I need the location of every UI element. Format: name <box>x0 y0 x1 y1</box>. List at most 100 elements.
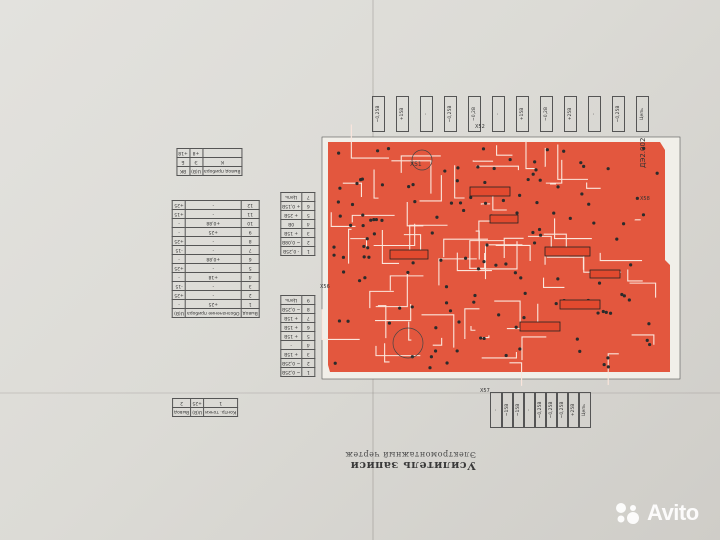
solder-pad <box>349 223 353 227</box>
solder-pad <box>430 231 434 235</box>
drawing-subtitle: Электромонтажный чертеж <box>345 450 476 459</box>
solder-pad <box>333 361 337 365</box>
solder-pad <box>606 167 610 171</box>
solder-pad <box>602 362 606 367</box>
solder-pad <box>429 355 433 359</box>
solder-pad <box>504 262 508 266</box>
trace <box>419 175 442 202</box>
ic-chip <box>544 246 591 257</box>
solder-pad <box>592 221 596 225</box>
solder-pad <box>444 301 449 305</box>
trace <box>475 165 519 171</box>
trace <box>403 234 422 252</box>
trace <box>470 326 476 331</box>
solder-pad <box>479 336 483 340</box>
solder-pad <box>601 309 605 314</box>
solder-pad <box>363 276 367 280</box>
solder-pad <box>497 313 501 317</box>
solder-pad <box>648 342 652 347</box>
solder-pad <box>504 353 508 358</box>
solder-pad <box>629 263 633 267</box>
solder-pad <box>338 186 342 190</box>
label-x57: X57 <box>480 388 490 394</box>
solder-pad <box>361 213 365 217</box>
trace <box>527 235 552 248</box>
solder-pad <box>483 201 488 205</box>
solder-pad <box>338 214 342 218</box>
solder-pad <box>621 222 626 226</box>
trace <box>503 237 524 259</box>
solder-pad <box>485 243 489 247</box>
trace <box>464 308 480 339</box>
solder-pad <box>476 165 480 169</box>
solder-pad <box>604 310 608 314</box>
solder-pad <box>519 276 523 280</box>
ic-chip <box>489 214 519 224</box>
solder-pad <box>578 349 582 354</box>
trace <box>627 269 643 282</box>
solder-pad <box>411 182 415 187</box>
solder-pad <box>435 215 439 219</box>
trace <box>469 240 505 269</box>
trace <box>350 124 389 159</box>
ic-chip <box>389 249 429 260</box>
solder-pad <box>473 293 477 298</box>
solder-pad <box>562 149 566 153</box>
solder-pad <box>608 311 613 315</box>
solder-pad <box>642 146 646 151</box>
capacitor-c11 <box>392 327 424 359</box>
trace <box>542 277 565 288</box>
solder-pad <box>597 281 602 285</box>
trace <box>373 223 416 247</box>
solder-pad <box>532 241 537 245</box>
solder-pad <box>439 258 443 262</box>
solder-pad <box>386 147 391 151</box>
solder-pad <box>407 184 411 189</box>
trace <box>454 165 465 199</box>
solder-pad <box>443 169 447 173</box>
solder-pad <box>372 232 376 236</box>
trace <box>400 155 441 173</box>
solder-pad <box>641 213 646 217</box>
title-block: Электромонтажный чертеж Усилитель записи <box>345 450 476 472</box>
solder-pad <box>398 306 402 310</box>
solder-pad <box>366 246 370 250</box>
board-code: ДЭ2.002 <box>639 138 647 168</box>
solder-pad <box>455 179 459 183</box>
solder-pad <box>635 196 639 200</box>
solder-pad <box>337 319 342 323</box>
avito-dots-icon <box>616 503 639 524</box>
solder-pad <box>380 183 385 187</box>
solder-pad <box>434 326 438 330</box>
solder-pad <box>367 255 371 259</box>
solder-pad <box>538 233 543 237</box>
trace <box>432 337 443 346</box>
solder-pad <box>552 211 556 215</box>
trace <box>469 252 486 269</box>
solder-pad <box>457 320 461 324</box>
trace <box>607 353 619 386</box>
trace <box>375 345 421 357</box>
fold-line-horizontal <box>0 392 720 394</box>
solder-pad <box>481 147 486 151</box>
solder-pad <box>332 253 336 257</box>
drawing-title: Усилитель записи <box>350 459 476 472</box>
solder-pad <box>533 160 537 164</box>
trace <box>631 334 655 345</box>
solder-pad <box>620 292 624 297</box>
label-x51: X51 <box>410 161 422 168</box>
solder-pad <box>482 260 486 264</box>
solder-pad <box>575 337 579 341</box>
trace <box>481 352 517 359</box>
solder-pad <box>472 300 476 304</box>
solder-pad <box>448 309 453 313</box>
solder-pad <box>433 349 438 353</box>
solder-pad <box>337 151 341 155</box>
solder-pad <box>501 198 505 203</box>
solder-pad <box>336 200 340 204</box>
solder-pad <box>462 208 466 213</box>
solder-pad <box>359 178 363 182</box>
solder-pad <box>445 361 449 365</box>
